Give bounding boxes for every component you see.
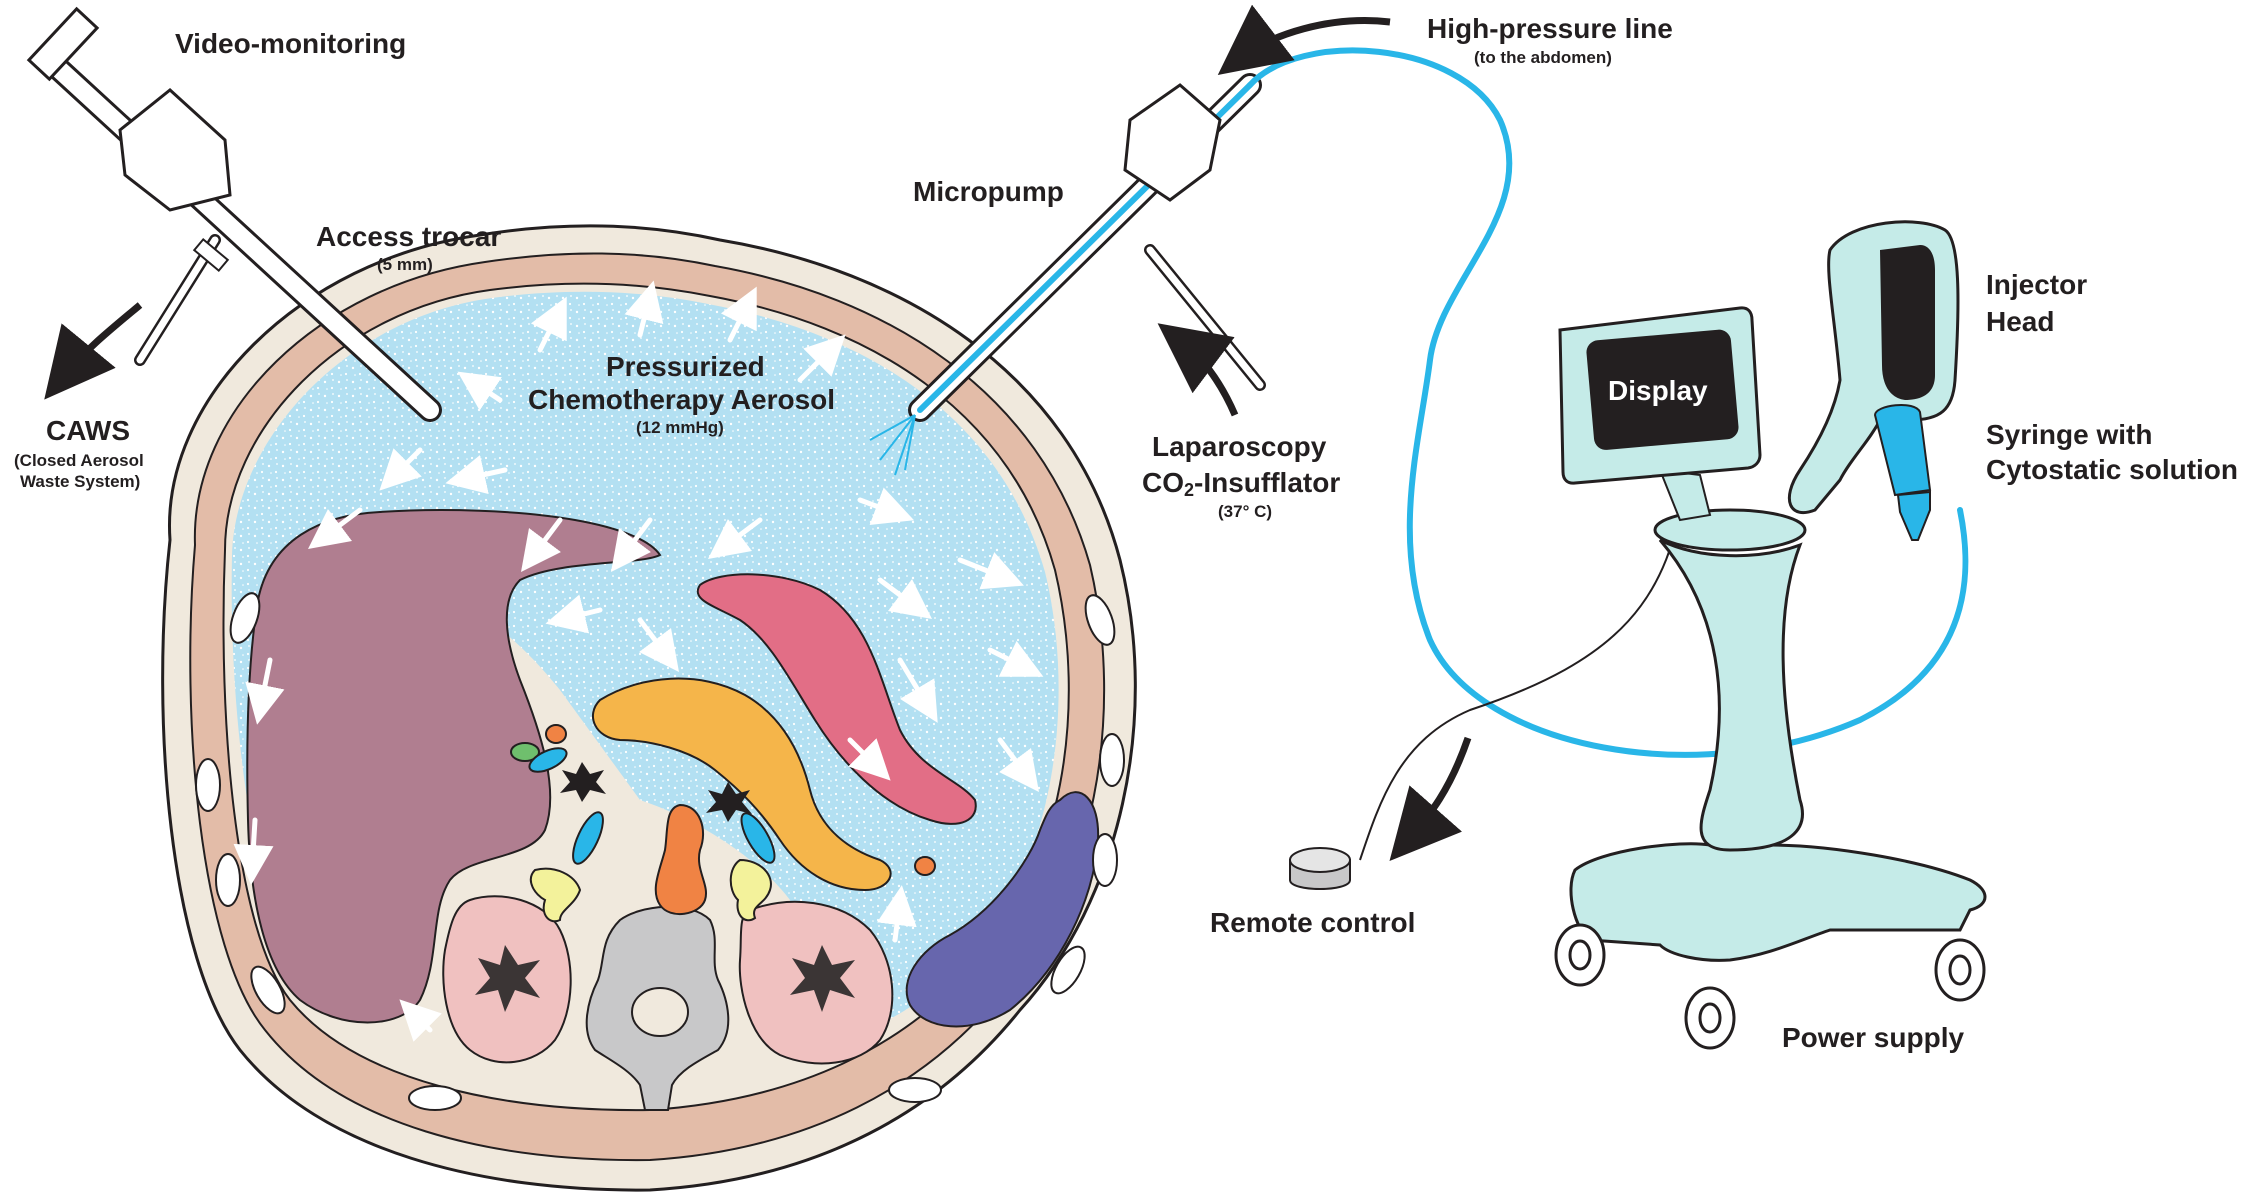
arrow-icon: [1408, 738, 1468, 840]
label-caws-sub2: Waste System): [20, 472, 140, 491]
label-access-trocar: Access trocar: [316, 221, 501, 252]
label-micropump: Micropump: [913, 176, 1064, 207]
device-column: [1660, 540, 1802, 850]
label-aerosol-line1: Pressurized: [606, 351, 765, 382]
small-vessel: [915, 857, 935, 875]
label-remote-control: Remote control: [1210, 907, 1415, 938]
label-insufflator-line1: Laparoscopy: [1152, 431, 1327, 462]
label-video-monitoring: Video-monitoring: [175, 28, 406, 59]
bile-duct: [546, 725, 566, 743]
injector-window: [1880, 245, 1935, 400]
label-insufflator-temp: (37° C): [1218, 502, 1272, 521]
label-power-supply: Power supply: [1782, 1022, 1964, 1053]
label-aerosol-line2: Chemotherapy Aerosol: [528, 384, 835, 415]
label-syringe-line2: Cytostatic solution: [1986, 454, 2238, 485]
label-display: Display: [1608, 375, 1708, 406]
label-access-trocar-size: (5 mm): [377, 255, 433, 274]
syringe: [1875, 405, 1930, 495]
micropump-trocar: [870, 85, 1260, 475]
remote-control[interactable]: [1290, 480, 1685, 889]
label-insufflator-line2: CO2-Insufflator: [1142, 467, 1340, 500]
label-injector-line1: Injector: [1986, 269, 2087, 300]
label-syringe-line1: Syringe with: [1986, 419, 2152, 450]
label-caws: CAWS: [46, 415, 130, 446]
arrow-icon: [62, 305, 140, 378]
label-high-pressure-sub: (to the abdomen): [1474, 48, 1612, 67]
label-high-pressure-line: High-pressure line: [1427, 13, 1673, 44]
label-injector-line2: Head: [1986, 306, 2054, 337]
syringe-tip: [1898, 492, 1930, 540]
device-base: [1571, 844, 1985, 961]
injector-device: [1556, 222, 1985, 1048]
spinal-canal: [632, 988, 688, 1036]
label-caws-sub1: (Closed Aerosol: [14, 451, 144, 470]
label-aerosol-pressure: (12 mmHg): [636, 418, 724, 437]
